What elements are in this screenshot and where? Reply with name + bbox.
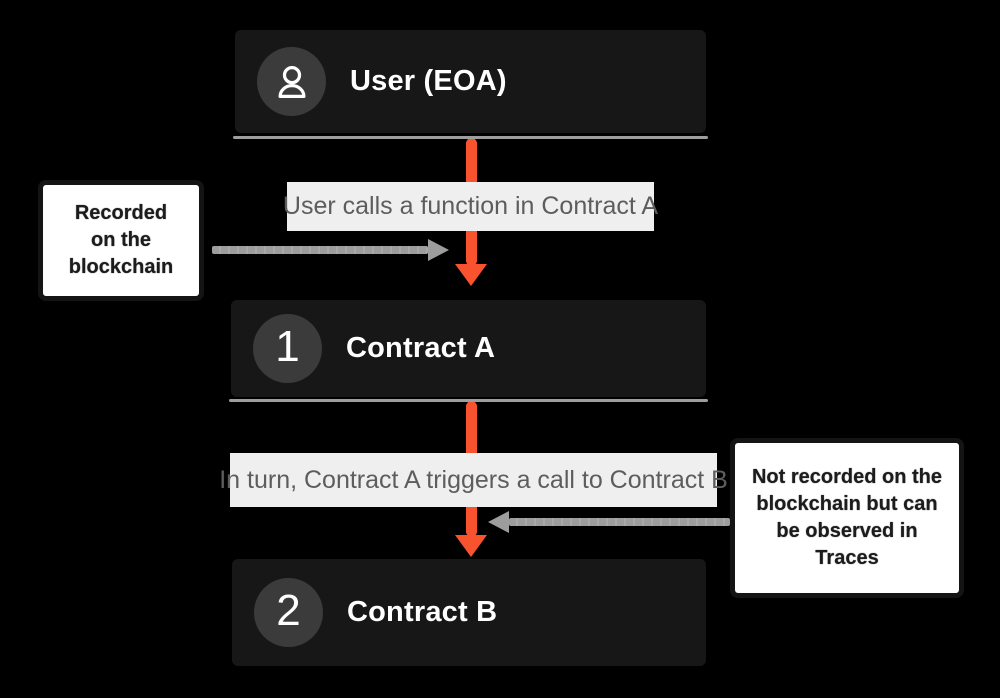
note-recorded: Recorded on the blockchain <box>38 180 204 301</box>
step-number: 2 <box>276 586 301 635</box>
node-user-underline <box>233 136 708 139</box>
arrow-a-to-b-head <box>455 535 487 557</box>
step-badge-2: 2 <box>254 578 323 647</box>
node-contract-b: 2 Contract B <box>230 557 708 668</box>
step-number: 1 <box>275 322 300 371</box>
avatar <box>257 47 326 116</box>
note-not-recorded: Not recorded on the blockchain but can b… <box>730 438 964 598</box>
edge-label-a-triggers-b: In turn, Contract A triggers a call to C… <box>219 453 728 507</box>
node-user-label: User (EOA) <box>350 65 507 97</box>
note-recorded-arrow-shaft <box>212 246 428 254</box>
note-not-recorded-arrow-shaft <box>509 518 730 526</box>
note-recorded-arrow-head <box>428 239 449 261</box>
node-contract-a-label: Contract A <box>346 332 496 364</box>
edge-label-user-calls: User calls a function in Contract A <box>283 182 658 231</box>
note-not-recorded-arrow-head <box>488 511 509 533</box>
step-badge-1: 1 <box>253 314 322 383</box>
node-contract-a: 1 Contract A <box>229 298 708 399</box>
arrow-user-to-a-head <box>455 264 487 286</box>
person-icon <box>278 65 305 98</box>
node-contract-b-label: Contract B <box>347 596 498 628</box>
node-contract-a-underline <box>229 399 708 402</box>
node-user: User (EOA) <box>233 28 708 135</box>
